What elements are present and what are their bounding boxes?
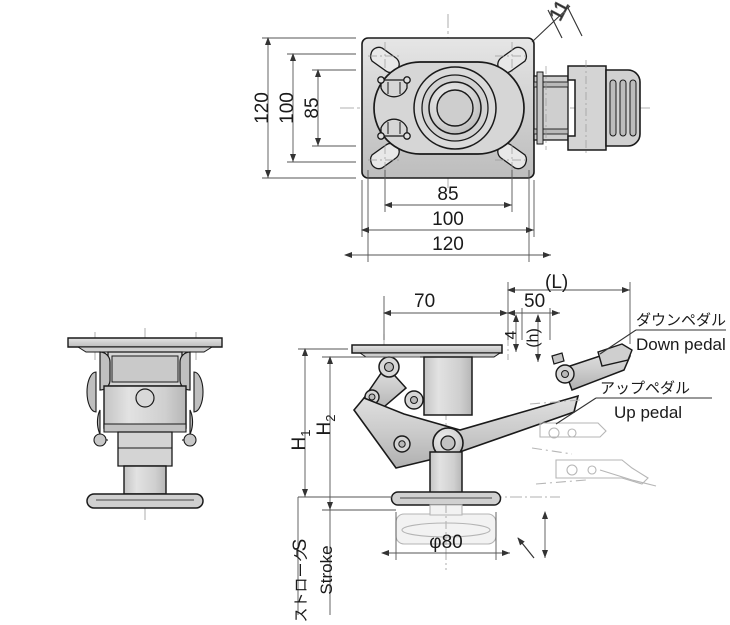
front-view-fork [86, 351, 204, 467]
dim-H1-group: H1 [289, 430, 313, 451]
side-view-foot-stem [429, 451, 463, 495]
label-down-pedal-jp: ダウンペダル [636, 311, 726, 329]
top-view-group: 11 120 100 85 [252, 0, 650, 262]
pedal-label-leaders [555, 329, 726, 425]
dim-H1-sub: 1 [298, 430, 313, 437]
slot-callout-11 [531, 5, 583, 43]
top-view-horizontal-dims [344, 170, 551, 262]
dim-wheel-diameter: φ80 [429, 532, 462, 553]
dim-wheel-diameter-group [381, 512, 510, 560]
label-stroke-jp: ストローク [292, 547, 310, 622]
swivel-raceway [373, 61, 525, 155]
dim-stroke-symbol: S [290, 539, 311, 552]
dim-70: 70 [414, 291, 435, 312]
dim-50: 50 [524, 291, 545, 312]
side-view-top-dims [383, 282, 631, 344]
u-bracket-lower [377, 118, 411, 140]
dim-horizontal-120: 120 [432, 234, 464, 255]
dim-slot-11: 11 [546, 0, 574, 24]
top-view-pedal-assembly [533, 60, 641, 156]
side-view-height-dims [298, 348, 420, 511]
svg-text:H2: H2 [314, 415, 338, 436]
dim-pedal-height-h: (h) [525, 328, 542, 348]
svg-text:H1: H1 [289, 430, 313, 451]
front-view-group [67, 328, 223, 520]
dim-horizontal-85: 85 [437, 184, 458, 205]
side-view-pedal-height-dims [513, 314, 541, 362]
front-view-foot-stem [123, 465, 167, 495]
dim-vertical-100: 100 [277, 92, 298, 124]
dim-pedal-thickness-4: 4 [503, 330, 520, 339]
dim-vertical-120: 120 [252, 92, 273, 124]
label-stroke-en: Stroke [317, 545, 336, 594]
front-view-foot-pad [86, 493, 204, 509]
side-view-group: 70 50 (L) 4 (h) H1 [289, 272, 726, 623]
side-view-foot-pad [390, 491, 502, 506]
side-view-mounting-plate [351, 344, 503, 354]
dimension-lines-group: 11 120 100 85 [67, 0, 726, 623]
phantom-pedal-positions [529, 399, 657, 487]
top-view-vertical-dims [262, 37, 356, 179]
side-view-linkage [352, 343, 633, 469]
dim-H2: H [314, 422, 335, 436]
dim-vertical-85: 85 [302, 97, 323, 118]
side-view-stroke-dims [297, 496, 344, 615]
dim-H2-sub: 2 [323, 415, 338, 422]
label-up-pedal-jp: アップペダル [600, 379, 690, 397]
label-up-pedal-en: Up pedal [614, 403, 682, 422]
front-view-top-plate [67, 337, 223, 348]
u-bracket-upper [377, 76, 411, 98]
label-down-pedal-en: Down pedal [636, 335, 726, 354]
dim-overall-length-L: (L) [545, 272, 568, 293]
direction-arrow-mark [517, 511, 548, 559]
side-view-body [423, 356, 473, 416]
dim-horizontal-100: 100 [432, 209, 464, 230]
dim-H2-group: H2 [314, 415, 338, 436]
dim-H1: H [289, 437, 310, 451]
